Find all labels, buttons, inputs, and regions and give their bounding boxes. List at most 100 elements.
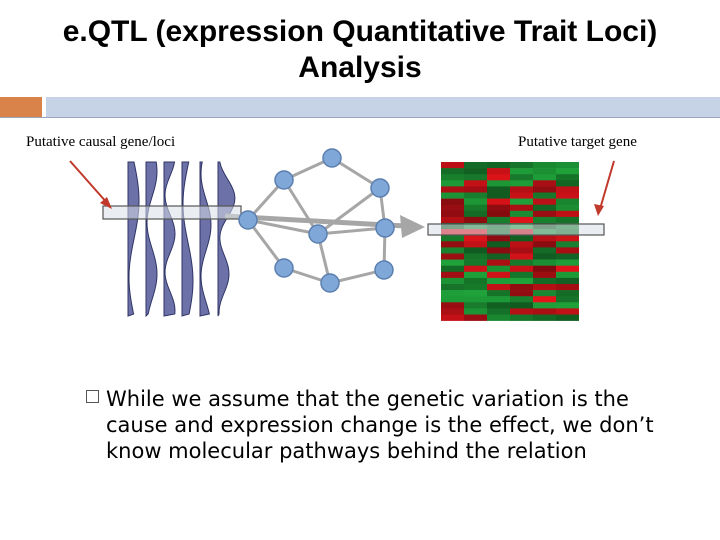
heatmap-cell (510, 308, 533, 314)
genotype-curves (128, 162, 235, 316)
network-node (321, 274, 339, 292)
heatmap-cell (510, 315, 533, 321)
heatmap-cell (464, 168, 487, 174)
heatmap-cell (441, 247, 464, 253)
heatmap-cell (487, 199, 510, 205)
network-edge (318, 188, 380, 234)
heatmap-cell (441, 260, 464, 266)
heatmap-cell (510, 168, 533, 174)
heatmap-cell (533, 260, 556, 266)
causal-locus-box (103, 206, 241, 219)
genotype-curve (218, 162, 235, 316)
heatmap-cell (533, 168, 556, 174)
heatmap-cell (533, 205, 556, 211)
heatmap-cell (464, 180, 487, 186)
network-node (323, 149, 341, 167)
heatmap-cell (441, 211, 464, 217)
heatmap-cell (533, 284, 556, 290)
heatmap-cell (510, 217, 533, 223)
heatmap-cell (441, 308, 464, 314)
heatmap-cell (556, 174, 579, 180)
heatmap-cell (510, 180, 533, 186)
heatmap-cell (510, 205, 533, 211)
network-edge (318, 228, 385, 234)
heatmap-cell (556, 290, 579, 296)
network-node (375, 261, 393, 279)
heatmap-cell (556, 205, 579, 211)
heatmap-cell (441, 199, 464, 205)
heatmap-cell (533, 186, 556, 192)
heatmap-cell (464, 162, 487, 168)
heatmap-cell (533, 302, 556, 308)
heatmap-cell (441, 235, 464, 241)
heatmap-cell (464, 186, 487, 192)
heatmap-cell (487, 235, 510, 241)
heatmap-cell (510, 272, 533, 278)
heatmap-cell (510, 235, 533, 241)
heatmap-cell (556, 272, 579, 278)
heatmap-cell (510, 302, 533, 308)
heatmap-cell (533, 162, 556, 168)
heatmap-cell (556, 247, 579, 253)
right-pointer-arrow (600, 161, 614, 209)
heatmap-cell (533, 199, 556, 205)
heatmap-cell (533, 272, 556, 278)
heatmap-cell (464, 247, 487, 253)
heatmap-cell (487, 211, 510, 217)
heatmap-cell (487, 162, 510, 168)
heatmap-cell (533, 266, 556, 272)
heatmap-cell (464, 278, 487, 284)
heatmap-cell (441, 315, 464, 321)
heatmap-cell (533, 247, 556, 253)
heatmap-cell (464, 205, 487, 211)
heatmap-cell (464, 266, 487, 272)
heatmap-cell (556, 266, 579, 272)
heatmap-cell (464, 308, 487, 314)
heatmap-cell (441, 272, 464, 278)
heatmap-cell (464, 193, 487, 199)
heatmap-cell (556, 211, 579, 217)
heatmap-cell (464, 272, 487, 278)
heatmap-cell (533, 241, 556, 247)
heatmap-cell (464, 217, 487, 223)
heatmap-cell (441, 205, 464, 211)
expression-heatmap (441, 162, 579, 321)
heatmap-cell (556, 260, 579, 266)
heatmap-cell (533, 296, 556, 302)
heatmap-cell (510, 199, 533, 205)
heatmap-cell (464, 302, 487, 308)
network-node (239, 211, 257, 229)
heatmap-cell (441, 278, 464, 284)
bullet-text: While we assume that the genetic variati… (106, 386, 686, 464)
heatmap-cell (510, 241, 533, 247)
heatmap-cell (487, 254, 510, 260)
heatmap-cell (487, 290, 510, 296)
heatmap-cell (441, 266, 464, 272)
heatmap-cell (510, 266, 533, 272)
heatmap-cell (464, 254, 487, 260)
network-node (376, 219, 394, 237)
heatmap-cell (556, 235, 579, 241)
heatmap-cell (533, 235, 556, 241)
heatmap-cell (464, 211, 487, 217)
heatmap-cell (487, 174, 510, 180)
heatmap-cell (487, 168, 510, 174)
genotype-curve (200, 162, 211, 316)
checkbox-bullet-icon (86, 390, 99, 403)
genotype-curve (146, 162, 157, 316)
heatmap-cell (510, 296, 533, 302)
heatmap-cell (556, 193, 579, 199)
heatmap-cell (533, 193, 556, 199)
network-node (275, 259, 293, 277)
heatmap-cell (510, 247, 533, 253)
network-node (275, 171, 293, 189)
heatmap-cell (533, 290, 556, 296)
heatmap-cell (510, 278, 533, 284)
heatmap-cell (441, 284, 464, 290)
heatmap-cell (510, 186, 533, 192)
heatmap-cell (556, 278, 579, 284)
heatmap-cell (533, 315, 556, 321)
heatmap-cell (556, 199, 579, 205)
heatmap-cell (487, 180, 510, 186)
heatmap-cell (533, 180, 556, 186)
